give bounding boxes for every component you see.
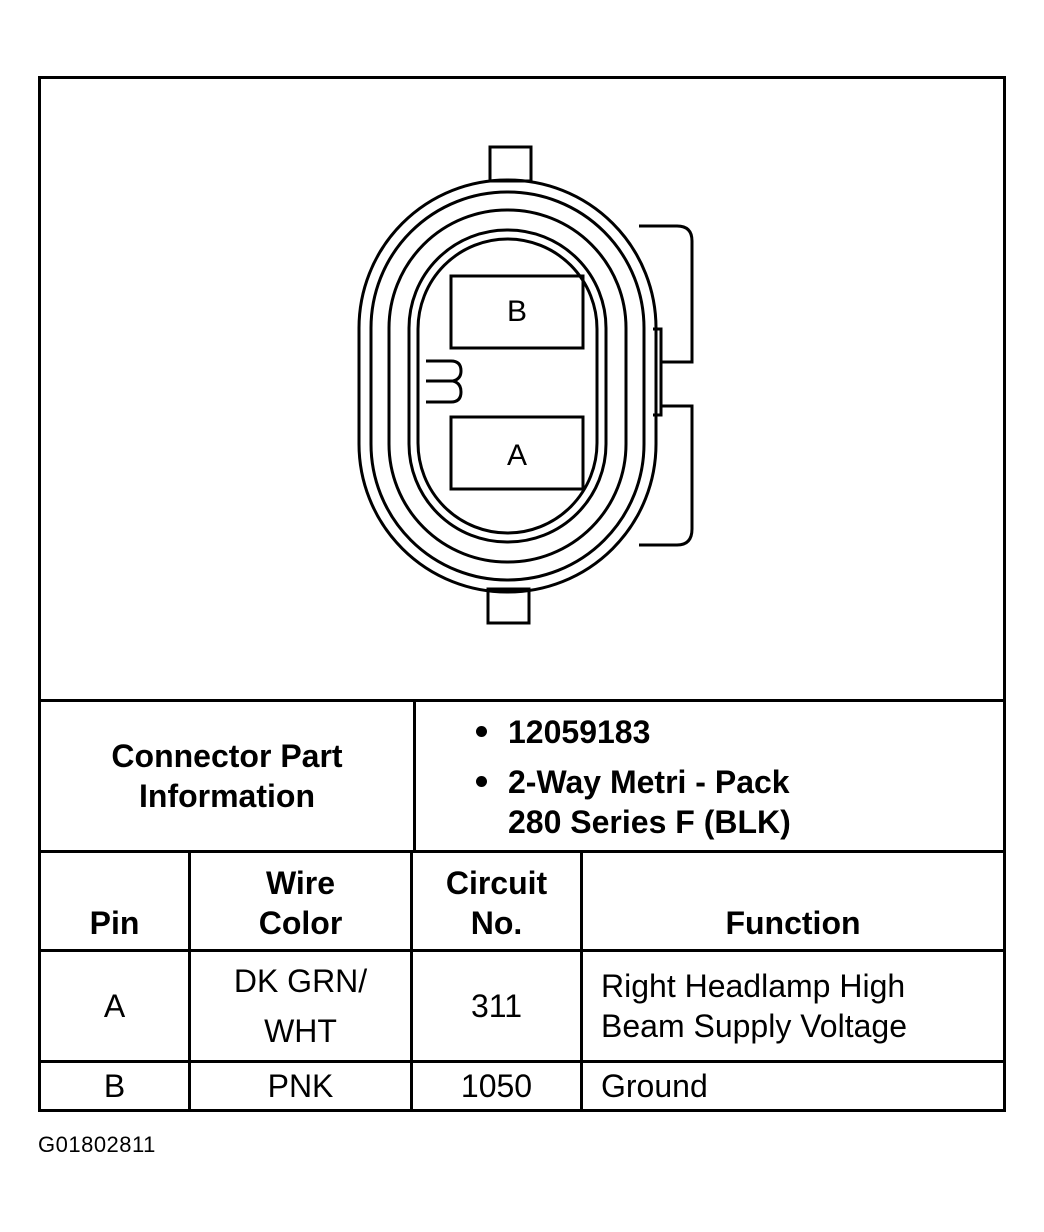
bullet-icon [476,776,487,787]
terminal-cavity-a [449,415,585,491]
header-wire-color: Wire Color [191,853,413,949]
housing-ring-2 [369,190,646,582]
connector-frame: B A Connector Part Information 12059183 … [38,76,1006,1112]
outer-housing [357,178,658,594]
header-function: Function [725,905,861,941]
pinout-table: Pin Wire Color Circuit No. Function A [41,853,1003,1109]
header-circuit-no: Circuit No. [413,853,583,949]
cell-function: Ground [601,1068,708,1104]
table-header-row: Pin Wire Color Circuit No. Function [41,853,1003,952]
bullet-icon [476,726,487,737]
pin-label-a: A [506,439,527,472]
bottom-latch-tab [486,587,531,625]
table-row: A DK GRN/ WHT 311 Right Headlamp High Be… [41,952,1003,1063]
right-latch-arm [639,224,694,547]
cell-circuit-no: 1050 [413,1063,583,1109]
pin-label-b: B [506,295,527,328]
connector-part-info-list: 12059183 2-Way Metri - Pack 280 Series F… [416,702,1003,850]
cell-wire-color: DK GRN/ WHT [191,952,413,1060]
header-pin: Pin [41,853,191,949]
info-label-line2: Information [139,778,315,814]
cell-pin: A [41,952,191,1060]
info-item-text: 2-Way Metri - Pack [508,764,790,800]
top-latch-tab [488,145,533,183]
cell-pin: B [41,1063,191,1109]
info-item-text: 12059183 [508,714,651,750]
housing-ring-3 [387,208,628,564]
table-row: B PNK 1050 Ground [41,1063,1003,1109]
cell-circuit-no: 311 [413,952,583,1060]
cell-wire-color: PNK [191,1063,413,1109]
connector-face-drawing [357,145,694,625]
cell-function: Right Headlamp High Beam Supply Voltage [601,968,907,1044]
figure-id-caption: G01802811 [38,1132,156,1157]
inner-cavity-ring [416,237,599,535]
connector-diagram: B A [41,79,1003,702]
connector-part-info-label: Connector Part Information [41,702,416,850]
inner-cavity [407,228,608,544]
info-item-text-line2: 280 Series F (BLK) [508,804,791,840]
terminal-cavity-b [449,274,585,350]
connector-part-info-row: Connector Part Information 12059183 2-Wa… [41,702,1003,853]
info-label-line1: Connector Part [111,738,343,774]
